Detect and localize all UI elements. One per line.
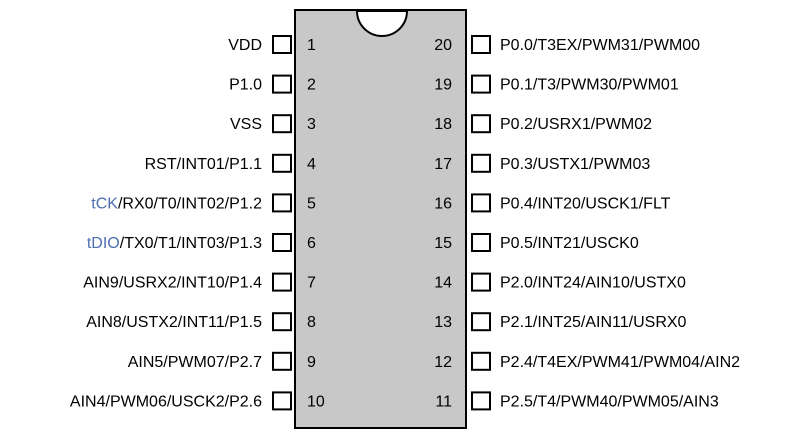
pin-15-box [471,233,491,252]
pin-5-label: tCK/RX0/T0/INT02/P1.2 [91,195,262,212]
pin-18-box [471,114,491,134]
pin-10-label: AIN4/PWM06/USCK2/P2.6 [70,393,262,410]
pin-20-number: 20 [434,37,452,54]
pin-16-box [471,193,491,213]
pin-13-label: P2.1/INT25/AIN11/USRX0 [500,314,687,331]
pin-5-number: 5 [307,195,316,212]
pin-12-box [471,351,491,371]
pin-2-box [272,74,292,94]
pin-8-label: AIN8/USTX2/INT11/P1.5 [86,314,262,331]
pin-9-label: AIN5/PWM07/P2.7 [128,354,262,371]
pin-20-box [471,35,491,54]
pin-3-number: 3 [307,116,316,133]
pin-1-label: VDD [228,37,262,54]
pin-12-label: P2.4/T4EX/PWM41/PWM04/AIN2 [500,354,740,371]
pin-20-label: P0.0/T3EX/PWM31/PWM00 [500,37,700,54]
pin-17-box [471,153,491,173]
pin-4-label: RST/INT01/P1.1 [145,156,262,173]
pin-18-label: P0.2/USRX1/PWM02 [500,116,652,133]
left-pin-column: 1 VDD 2 P1.0 3 VSS 4 RST/INT01/P1.1 5 tCK/RX0/T0/… [70,35,325,411]
pin-11-number: 11 [435,393,452,410]
pin-7-label: AIN9/USRX2/INT10/P1.4 [83,275,262,292]
pin-16-number: 16 [434,195,452,212]
pin-19-box [471,74,491,94]
pin-9-box [272,351,292,371]
pin-14-box [471,272,491,292]
pin-11-label: P2.5/T4/PWM40/PWM05/AIN3 [500,393,719,410]
chip-body [294,9,467,429]
pin-18-number: 18 [434,116,452,133]
pin-11-box [471,391,491,411]
pin-8-number: 8 [307,314,316,331]
pin-9-number: 9 [307,354,316,371]
pin-6-function-label: /TX0/T1/INT03/P1.3 [120,235,262,252]
pin-6-label: tDIO/TX0/T1/INT03/P1.3 [87,235,262,252]
pin-8-box [272,312,292,332]
pin-1-box [272,35,292,54]
pin-5-function-label: /RX0/T0/INT02/P1.2 [118,195,262,212]
pin-12-number: 12 [434,354,452,371]
pin-6-number: 6 [307,235,316,252]
pin-14-label: P2.0/INT24/AIN10/USTX0 [500,275,686,292]
pin-17-number: 17 [434,156,452,173]
right-pin-column: 20 P0.0/T3EX/PWM31/PWM00 19 P0.1/T3/PWM30/P… [434,35,740,411]
pin-17-label: P0.3/USTX1/PWM03 [500,156,650,173]
pin-5-box [272,193,292,213]
pin-15-number: 15 [434,235,452,252]
pin-10-number: 10 [307,393,325,410]
pin-6-box [272,233,292,252]
pin-1-number: 1 [307,37,316,54]
pin-19-label: P0.1/T3/PWM30/PWM01 [500,77,679,94]
pin-6-debug-label: tDIO [87,235,120,252]
pin-3-box [272,114,292,134]
pin-16-label: P0.4/INT20/USCK1/FLT [500,195,671,212]
pin-5-debug-label: tCK [91,195,118,212]
pin-7-box [272,272,292,292]
pin-14-number: 14 [434,275,452,292]
pin-4-box [272,153,292,173]
pin-7-number: 7 [307,275,316,292]
pin-3-label: VSS [230,116,262,133]
pin-15-label: P0.5/INT21/USCK0 [500,235,639,252]
pin-13-number: 13 [434,314,452,331]
pin-4-number: 4 [307,156,316,173]
pin-19-number: 19 [434,77,452,94]
chip-notch [355,10,409,37]
pin-2-label: P1.0 [229,77,262,94]
pin-13-box [471,312,491,332]
pin-10-box [272,391,292,411]
pin-2-number: 2 [307,77,316,94]
